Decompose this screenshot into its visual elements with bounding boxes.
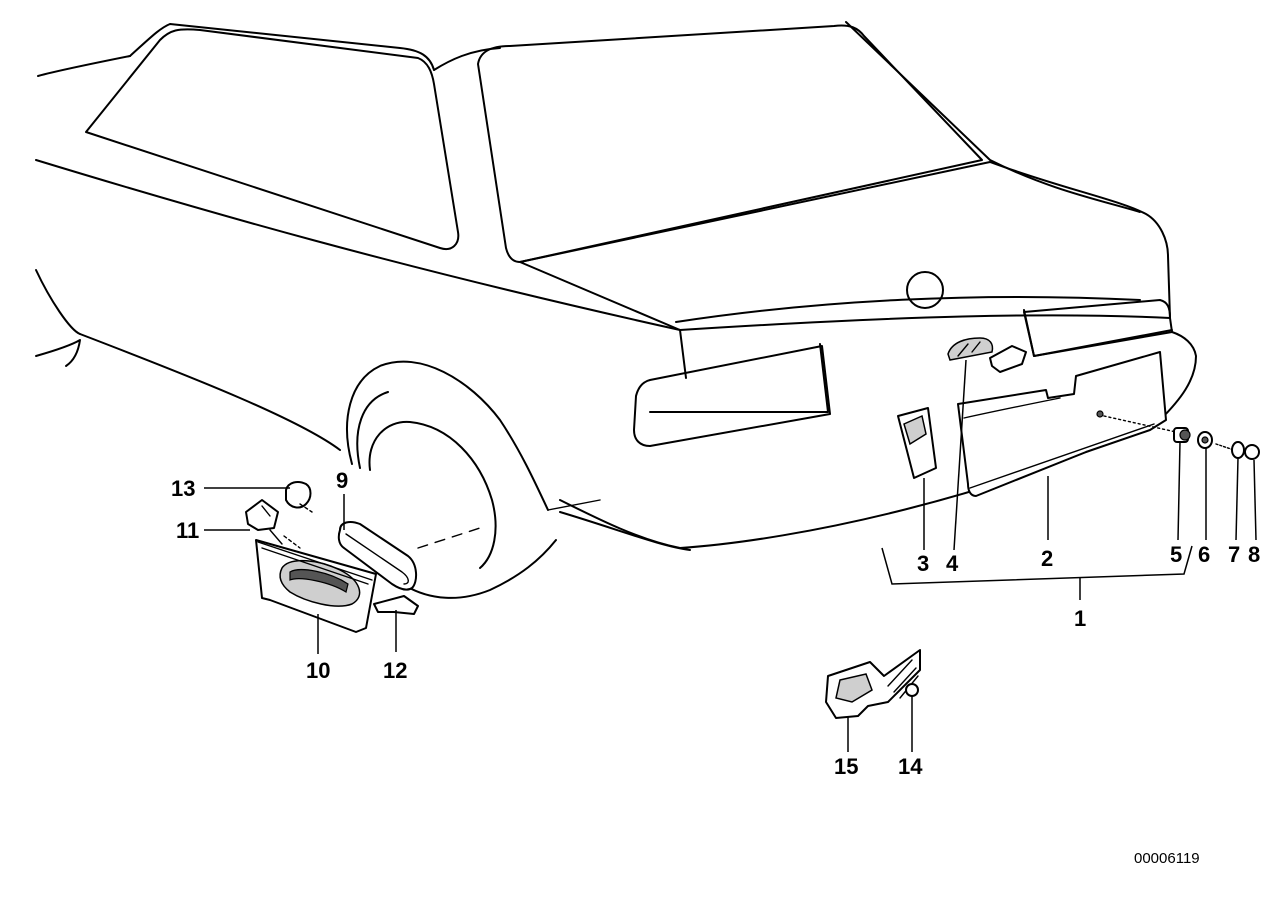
rear-side-window <box>85 28 460 250</box>
trunk-emblem <box>906 271 944 309</box>
tail-lamp-left <box>633 345 831 447</box>
trunk-lid <box>519 161 1171 331</box>
callout-4: 4 <box>946 551 959 576</box>
callout-10: 10 <box>306 658 330 683</box>
callout-14: 14 <box>898 754 923 779</box>
part-12-clip <box>373 595 419 615</box>
part-14-grommet <box>905 683 919 697</box>
part-7-screw <box>1215 441 1245 459</box>
part-4-handle <box>947 337 1027 373</box>
callout-9: 9 <box>336 468 348 493</box>
callout-7: 7 <box>1228 542 1240 567</box>
callout-8: 8 <box>1248 542 1260 567</box>
part-6-washer <box>1197 431 1213 449</box>
part-3-bracket <box>897 407 937 479</box>
rear-wheel <box>368 420 497 569</box>
callout-1: 1 <box>1074 606 1086 631</box>
callout-5: 5 <box>1170 542 1182 567</box>
callout-13: 13 <box>171 476 195 501</box>
document-id: 00006119 <box>1134 850 1200 867</box>
callout-11: 11 <box>176 518 199 543</box>
part-8-cap <box>1244 444 1260 460</box>
callout-6: 6 <box>1198 542 1210 567</box>
callout-15: 15 <box>834 754 858 779</box>
car-body-outline <box>35 21 1197 599</box>
callout-12: 12 <box>383 658 407 683</box>
parts-14-15 <box>825 649 921 719</box>
license-plate-base <box>957 351 1177 497</box>
tail-lamp-right <box>1023 299 1173 357</box>
part-5-nut <box>1173 427 1191 443</box>
leader-lines <box>204 359 1257 752</box>
callout-labels: 1 2 3 4 5 6 7 8 9 10 11 12 13 14 15 <box>171 468 1260 779</box>
part-11-bulb-holder <box>245 499 279 531</box>
wheel-arch <box>346 360 549 511</box>
lamp-assembly <box>245 481 481 633</box>
part-13-cap <box>285 481 312 509</box>
fasteners <box>1173 427 1260 460</box>
callout-2: 2 <box>1041 546 1053 571</box>
rear-windscreen <box>477 24 983 263</box>
callout-3: 3 <box>917 551 929 576</box>
